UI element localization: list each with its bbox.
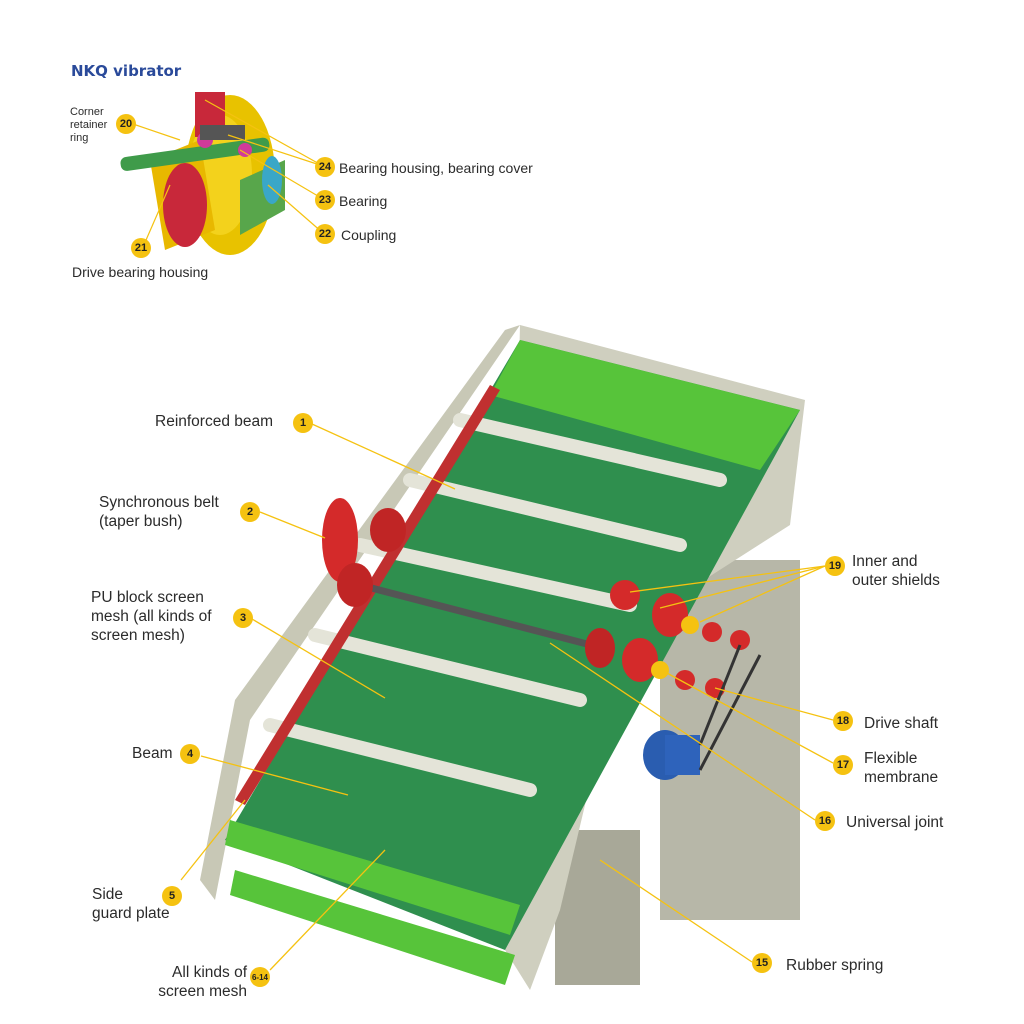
label-flexible-membrane: Flexible membrane xyxy=(864,750,939,786)
inset-leaders xyxy=(132,99,324,248)
label-pu-block-screen-mesh: PU block screen mesh (all kinds of scree… xyxy=(91,589,212,644)
label-universal-joint: Universal joint xyxy=(846,814,944,831)
badge-19: 19 xyxy=(825,556,845,576)
label-beam: Beam xyxy=(132,745,173,762)
label-synchronous-belt: Synchronous belt (taper bush) xyxy=(99,494,219,530)
label-drive-shaft: Drive shaft xyxy=(864,715,939,732)
badge-24: 24 xyxy=(315,157,335,177)
label-drive-bearing-housing: Drive bearing housing xyxy=(72,264,209,280)
main-leaders xyxy=(180,423,834,971)
nkq-vibrator-cutaway xyxy=(120,92,285,255)
badge-23: 23 xyxy=(315,190,335,210)
label-all-kinds-screen-mesh: All kinds of screen mesh xyxy=(158,964,247,1000)
label-reinforced-beam: Reinforced beam xyxy=(155,413,274,430)
badge-17: 17 xyxy=(833,755,853,775)
badge-6-14: 6-14 xyxy=(250,967,270,987)
screen-machine xyxy=(200,325,805,990)
badge-22: 22 xyxy=(315,224,335,244)
badge-5: 5 xyxy=(162,886,182,906)
label-inner-outer-shields: Inner and outer shields xyxy=(852,553,940,589)
badge-4: 4 xyxy=(180,744,200,764)
label-coupling: Coupling xyxy=(341,227,397,243)
badge-18: 18 xyxy=(833,711,853,731)
label-bearing-housing-cover: Bearing housing, bearing cover xyxy=(339,160,533,176)
badge-2: 2 xyxy=(240,502,260,522)
inset-title: NKQ vibrator xyxy=(71,62,182,80)
badge-15: 15 xyxy=(752,953,772,973)
label-corner-retainer-ring: Corner retainer ring xyxy=(70,106,108,144)
badge-20: 20 xyxy=(116,114,136,134)
badge-3: 3 xyxy=(233,608,253,628)
label-bearing: Bearing xyxy=(339,193,388,209)
badge-1: 1 xyxy=(293,413,313,433)
label-side-guard-plate: Side guard plate xyxy=(92,886,170,922)
label-rubber-spring: Rubber spring xyxy=(786,957,884,974)
badge-21: 21 xyxy=(131,238,151,258)
badge-16: 16 xyxy=(815,811,835,831)
